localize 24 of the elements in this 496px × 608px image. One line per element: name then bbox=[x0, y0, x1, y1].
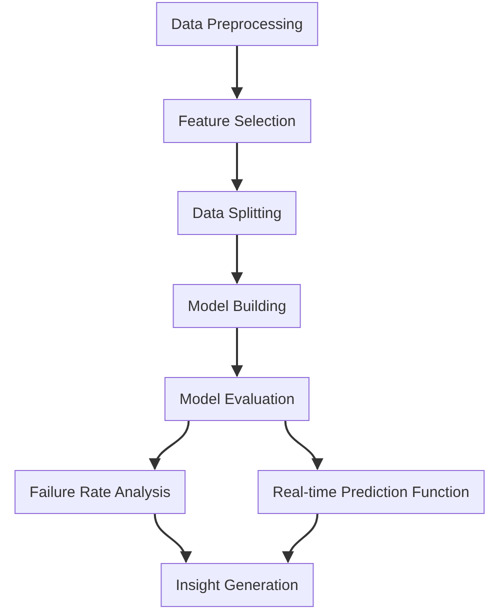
process-box bbox=[160, 563, 314, 607]
box-label: Model Evaluation bbox=[179, 390, 295, 408]
box-label: Data Splitting bbox=[192, 204, 282, 222]
arrow bbox=[231, 46, 243, 100]
box-label: Insight Generation bbox=[176, 576, 298, 594]
arrow bbox=[154, 514, 191, 564]
box-label: Failure Rate Analysis bbox=[30, 484, 170, 500]
box-label: Real-time Prediction Function bbox=[272, 484, 470, 500]
arrow bbox=[231, 328, 243, 378]
box-label: Model Building bbox=[188, 298, 286, 314]
arrow bbox=[150, 420, 190, 470]
process-box bbox=[177, 191, 297, 235]
arrow bbox=[231, 143, 243, 192]
process-box bbox=[14, 470, 186, 514]
arrow bbox=[283, 514, 318, 564]
box-label: Data Preprocessing bbox=[171, 16, 303, 32]
process-box bbox=[156, 2, 318, 46]
process-box bbox=[164, 377, 310, 421]
process-box bbox=[258, 470, 484, 514]
process-box bbox=[172, 284, 302, 328]
process-box bbox=[163, 99, 311, 143]
arrow bbox=[284, 420, 322, 470]
box-label: Feature Selection bbox=[178, 112, 296, 130]
arrow bbox=[231, 235, 243, 284]
